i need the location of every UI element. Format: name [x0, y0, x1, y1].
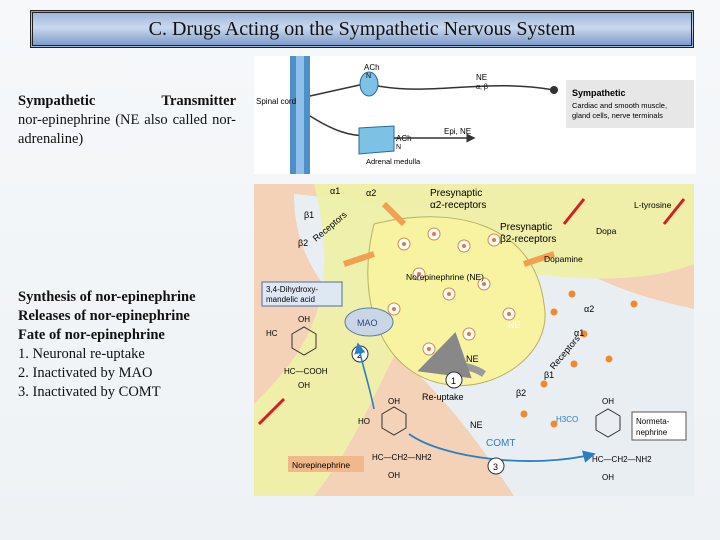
sympathetic-label: Sympathetic	[572, 88, 626, 98]
sympathetic-pathway-figure: Spinal cord ACh N NE α, β ACh N Adrenal …	[254, 56, 696, 174]
oh-label-5: OH	[602, 397, 614, 406]
reuptake-arrow	[417, 332, 486, 379]
ganglion-shape	[359, 71, 379, 97]
mao-label: MAO	[357, 318, 378, 328]
ne-label-b: NE	[466, 354, 479, 364]
released-ne-dots	[520, 290, 638, 428]
intro-heading-right: Transmitter	[161, 93, 236, 109]
ch-nh2-label: HC—CH2—NH2	[372, 453, 432, 462]
note-item-3: 3. Inactivated by COMT	[18, 384, 161, 400]
normeta-line-1: Normeta-	[636, 417, 670, 426]
n-label-1: N	[366, 73, 371, 80]
beta1-label: β1	[304, 210, 314, 220]
adrenal-medulla-shape	[358, 125, 395, 155]
step-3-circle	[487, 457, 505, 475]
intro-body: nor-epinephrine (NE also called nor-adre…	[18, 112, 236, 147]
presyn-label-4: β2-receptors	[500, 234, 556, 245]
alpha1-top-label: α1	[330, 186, 340, 196]
oh-label-1: OH	[298, 315, 310, 324]
benzene-ring-2	[381, 406, 407, 436]
h3co-label: H3CO	[556, 415, 578, 424]
normetanephrine-box	[631, 411, 687, 441]
epi-ne-label: Epi, NE	[444, 127, 471, 136]
presyn-label-1: Presynaptic	[430, 188, 482, 199]
presyn-label-2: α2-receptors	[430, 200, 486, 211]
synapse-figure: α1 α2 β1 β2 Receptors Presynaptic α2-rec…	[254, 184, 694, 496]
slide-title: C. Drugs Acting on the Sympathetic Nervo…	[148, 17, 576, 40]
step-1-number: 1	[451, 376, 456, 386]
oh-label-6: OH	[602, 473, 614, 482]
sympathetic-target-box	[566, 80, 694, 128]
intro-heading-left: Sympathetic	[18, 93, 96, 109]
ach-label-1: ACh	[364, 63, 380, 72]
note-fate: Fate of nor-epinephrine	[18, 327, 165, 343]
ho-label: HO	[358, 417, 370, 426]
comt-label: COMT	[486, 438, 515, 449]
receptor-arrow-2	[343, 251, 375, 267]
norepinephrine-box	[288, 456, 364, 472]
slide-title-bar: C. Drugs Acting on the Sympathetic Nervo…	[30, 10, 694, 48]
oh-label-4: OH	[388, 471, 400, 480]
lightning-2	[662, 198, 686, 225]
lightning-1	[562, 198, 586, 225]
alpha2-right-label: α2	[584, 304, 594, 314]
beta2-label: β2	[298, 238, 308, 248]
alpha2-top-label: α2	[366, 188, 376, 198]
spinal-cord-label: Spinal cord	[256, 97, 296, 106]
step-3-number: 3	[493, 462, 498, 472]
alpha-beta-label: α, β	[476, 84, 488, 91]
intro-heading: Sympathetic Transmitter	[18, 92, 236, 111]
notes-list: Synthesis of nor-epinephrine Releases of…	[18, 288, 250, 402]
note-item-2: 2. Inactivated by MAO	[18, 365, 153, 381]
normeta-line-2: nephrine	[636, 428, 668, 437]
intro-text: Sympathetic Transmitter nor-epinephrine …	[18, 92, 236, 149]
norepinephrine-ne-label: Norepinephrine (NE)	[406, 272, 484, 282]
receptor-arrow-1	[381, 201, 407, 227]
cooh-label: HC—COOH	[284, 367, 328, 376]
note-release: Releases of nor-epinephrine	[18, 308, 190, 324]
lightning-3	[257, 397, 286, 426]
ne-label-c: NE	[470, 420, 483, 430]
oh-label-2: OH	[298, 381, 310, 390]
ch-nh2-label-2: HC—CH2—NH2	[592, 455, 652, 464]
mao-arrow	[354, 342, 375, 410]
dopamine-label: Dopamine	[544, 254, 583, 264]
beta1-right-label: β1	[544, 370, 554, 380]
ne-label: NE	[476, 73, 487, 82]
dihydroxymandelic-box	[261, 281, 343, 307]
step-2-number: 2	[357, 350, 362, 360]
alpha1-right-label: α1	[574, 328, 584, 338]
norepinephrine-box-label: Norepinephrine	[292, 460, 350, 470]
presyn-label-3: Presynaptic	[500, 222, 552, 233]
l-tyrosine-label: L-tyrosine	[634, 200, 672, 210]
hc-label: HC	[266, 329, 278, 338]
receptor-arrow-3	[523, 251, 555, 267]
dopa-label: Dopa	[596, 226, 617, 236]
beta2-right-label: β2	[516, 388, 526, 398]
benzene-ring-1	[291, 326, 317, 356]
ne-label-a: NE	[508, 320, 521, 330]
reuptake-label: Re-uptake	[422, 392, 464, 402]
benzene-ring-3	[595, 408, 621, 438]
dhm-line-1: 3,4-Dihydroxy-	[266, 285, 318, 294]
targets-line-2: gland cells, nerve terminals	[572, 111, 663, 120]
mao-enzyme	[344, 307, 394, 337]
step-1-circle	[445, 371, 463, 389]
targets-line-1: Cardiac and smooth muscle,	[572, 101, 667, 110]
adrenal-medulla-label: Adrenal medulla	[366, 157, 421, 166]
oh-label-3: OH	[388, 397, 400, 406]
dhm-line-2: mandelic acid	[266, 295, 315, 304]
n-label-2: N	[396, 144, 401, 151]
note-item-1: 1. Neuronal re-uptake	[18, 346, 145, 362]
nerve-terminal	[254, 184, 694, 496]
note-synthesis: Synthesis of nor-epinephrine	[18, 289, 196, 305]
